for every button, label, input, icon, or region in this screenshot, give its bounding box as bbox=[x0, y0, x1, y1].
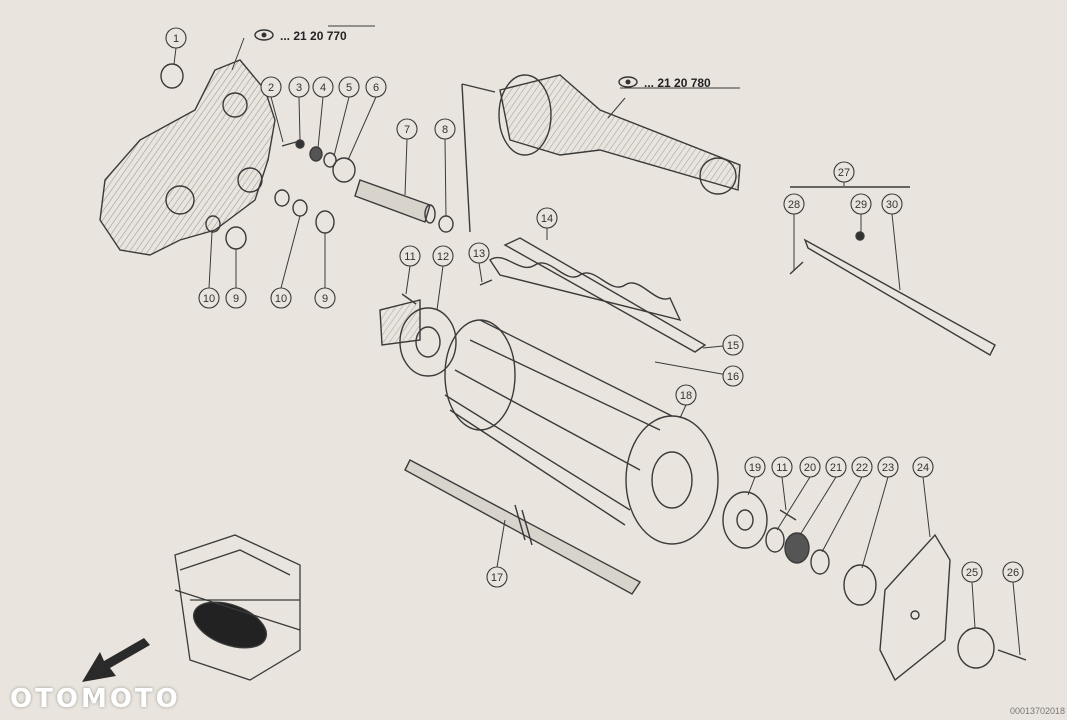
callout-label: 10 bbox=[203, 293, 215, 305]
callout-label: 17 bbox=[491, 572, 503, 584]
callout-label: 19 bbox=[749, 462, 761, 474]
callout-label: 2 bbox=[268, 82, 274, 94]
rotor-hub bbox=[379, 293, 457, 377]
callout-label: 7 bbox=[404, 124, 410, 136]
callout-label: 15 bbox=[727, 340, 739, 352]
callout-label: 30 bbox=[886, 199, 898, 211]
callout-23: 23 bbox=[877, 456, 899, 478]
callout-18: 18 bbox=[675, 384, 697, 406]
callout-label: 6 bbox=[373, 82, 379, 94]
long-shaft bbox=[404, 459, 642, 595]
callout-1: 1 bbox=[165, 27, 187, 49]
callout-27: 27 bbox=[833, 161, 855, 183]
callout-label: 24 bbox=[917, 462, 929, 474]
watermark: OTOMOTO bbox=[10, 684, 181, 714]
callout-13: 13 bbox=[468, 242, 490, 264]
callout-label: 16 bbox=[727, 371, 739, 383]
callout-label: 10 bbox=[275, 293, 287, 305]
callout-label: 1 bbox=[173, 33, 179, 45]
rotor-drum bbox=[444, 319, 719, 545]
callout-17: 17 bbox=[486, 566, 508, 588]
callout-8: 8 bbox=[434, 118, 456, 140]
callout-10: 10 bbox=[270, 287, 292, 309]
eye-icon bbox=[618, 76, 638, 88]
cover-plate bbox=[879, 533, 951, 682]
stub-shaft bbox=[354, 179, 454, 233]
callout-11: 11 bbox=[771, 456, 793, 478]
callout-9: 9 bbox=[225, 287, 247, 309]
leader-lines bbox=[173, 25, 1021, 656]
callout-label: 5 bbox=[346, 82, 352, 94]
scraper-bar bbox=[789, 186, 996, 356]
callout-7: 7 bbox=[396, 118, 418, 140]
callout-label: 3 bbox=[296, 82, 302, 94]
callout-9: 9 bbox=[314, 287, 336, 309]
callout-label: 29 bbox=[855, 199, 867, 211]
callout-2: 2 bbox=[260, 76, 282, 98]
callout-label: 21 bbox=[830, 462, 842, 474]
callout-label: 26 bbox=[1007, 567, 1019, 579]
callout-6: 6 bbox=[365, 76, 387, 98]
callout-label: 27 bbox=[838, 167, 850, 179]
callout-label: 28 bbox=[788, 199, 800, 211]
callout-label: 23 bbox=[882, 462, 894, 474]
eye-icon bbox=[254, 29, 274, 41]
callout-22: 22 bbox=[851, 456, 873, 478]
callout-26: 26 bbox=[1002, 561, 1024, 583]
machine-overview-thumbnail bbox=[174, 534, 301, 681]
callout-15: 15 bbox=[722, 334, 744, 356]
callout-28: 28 bbox=[783, 193, 805, 215]
corner-code: 00013702018 bbox=[1009, 706, 1065, 716]
callout-20: 20 bbox=[799, 456, 821, 478]
callout-label: 11 bbox=[404, 251, 415, 263]
callout-24: 24 bbox=[912, 456, 934, 478]
callout-19: 19 bbox=[744, 456, 766, 478]
callout-label: 9 bbox=[233, 293, 239, 305]
callout-21: 21 bbox=[825, 456, 847, 478]
drive-shaft-assembly bbox=[498, 74, 741, 195]
arrow-down-left-icon bbox=[82, 638, 150, 682]
end-cap-and-bolt bbox=[957, 627, 1027, 669]
callout-4: 4 bbox=[312, 76, 334, 98]
callout-label: 14 bbox=[541, 213, 553, 225]
callout-label: 11 bbox=[776, 462, 787, 474]
knife-bars bbox=[479, 237, 707, 353]
callout-label: 13 bbox=[473, 248, 485, 260]
callout-label: 20 bbox=[804, 462, 816, 474]
small-parts-2-6 bbox=[281, 139, 356, 183]
seal-rings-left bbox=[160, 63, 335, 250]
callout-11: 11 bbox=[399, 245, 421, 267]
callout-label: 9 bbox=[322, 293, 328, 305]
callout-label: 4 bbox=[320, 82, 326, 94]
reference-lower: ... 21 20 780 bbox=[644, 76, 711, 90]
callout-label: 12 bbox=[437, 251, 449, 263]
callout-3: 3 bbox=[288, 76, 310, 98]
callout-30: 30 bbox=[881, 193, 903, 215]
bearing-assembly bbox=[722, 491, 877, 606]
callout-label: 22 bbox=[856, 462, 868, 474]
callout-5: 5 bbox=[338, 76, 360, 98]
callout-12: 12 bbox=[432, 245, 454, 267]
callout-label: 25 bbox=[966, 567, 978, 579]
callout-14: 14 bbox=[536, 207, 558, 229]
gearbox-housing bbox=[99, 59, 276, 256]
reference-upper: ... 21 20 770 bbox=[280, 29, 347, 43]
callout-16: 16 bbox=[722, 365, 744, 387]
callout-label: 18 bbox=[680, 390, 692, 402]
callout-29: 29 bbox=[850, 193, 872, 215]
callout-10: 10 bbox=[198, 287, 220, 309]
callout-label: 8 bbox=[442, 124, 448, 136]
callout-25: 25 bbox=[961, 561, 983, 583]
